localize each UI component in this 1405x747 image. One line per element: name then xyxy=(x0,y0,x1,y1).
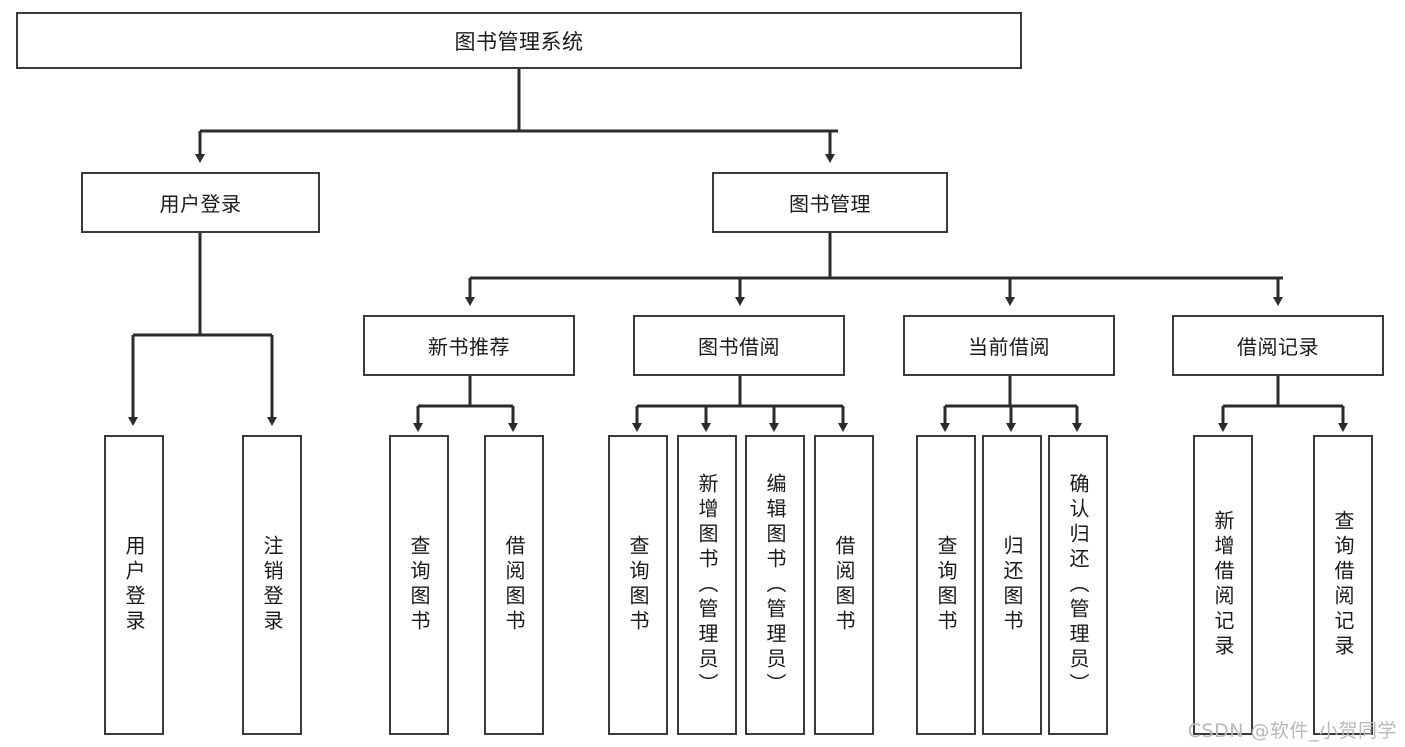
node-label: 查询图书 xyxy=(626,535,650,635)
node-label: 借阅记录 xyxy=(1237,335,1319,359)
node-label: 归还图书 xyxy=(1000,535,1024,635)
node-current-borrow[interactable]: 当前借阅 xyxy=(903,315,1115,376)
node-leaf-logout[interactable]: 注销登录 xyxy=(242,435,302,735)
node-root-book-management-system[interactable]: 图书管理系统 xyxy=(16,12,1022,69)
node-label: 当前借阅 xyxy=(968,335,1050,359)
node-leaf-query-book-newbook[interactable]: 查询图书 xyxy=(389,435,449,735)
node-label: 图书管理 xyxy=(789,192,871,216)
node-label: 新书推荐 xyxy=(428,335,510,359)
node-leaf-query-borrow-record[interactable]: 查询借阅记录 xyxy=(1313,435,1373,735)
node-leaf-borrow-book-newbook[interactable]: 借阅图书 xyxy=(484,435,544,735)
node-leaf-confirm-return-admin[interactable]: 确认归还（管理员） xyxy=(1048,435,1108,735)
node-new-book-recommend[interactable]: 新书推荐 xyxy=(363,315,575,376)
node-label: 编辑图书（管理员） xyxy=(763,472,787,698)
node-label: 借阅图书 xyxy=(832,535,856,635)
node-label: 借阅图书 xyxy=(502,535,526,635)
node-leaf-user-login[interactable]: 用户登录 xyxy=(104,435,164,735)
node-label: 图书管理系统 xyxy=(454,29,584,54)
node-leaf-query-book-borrow[interactable]: 查询图书 xyxy=(608,435,668,735)
node-label: 查询图书 xyxy=(934,535,958,635)
node-label: 新增借阅记录 xyxy=(1211,510,1235,660)
node-leaf-add-borrow-record[interactable]: 新增借阅记录 xyxy=(1193,435,1253,735)
node-label: 新增图书（管理员） xyxy=(695,472,719,698)
node-label: 查询图书 xyxy=(407,535,431,635)
node-label: 图书借阅 xyxy=(698,335,780,359)
node-borrow-record[interactable]: 借阅记录 xyxy=(1172,315,1384,376)
watermark-text: CSDN @软件_小贺同学 xyxy=(1187,720,1397,742)
node-leaf-add-book-admin[interactable]: 新增图书（管理员） xyxy=(677,435,737,735)
node-label: 查询借阅记录 xyxy=(1331,510,1355,660)
node-book-management[interactable]: 图书管理 xyxy=(712,172,948,233)
node-label: 注销登录 xyxy=(260,535,284,635)
node-leaf-edit-book-admin[interactable]: 编辑图书（管理员） xyxy=(745,435,805,735)
node-leaf-query-book-current[interactable]: 查询图书 xyxy=(916,435,976,735)
node-leaf-borrow-book[interactable]: 借阅图书 xyxy=(814,435,874,735)
node-label: 用户登录 xyxy=(159,192,242,216)
node-label: 用户登录 xyxy=(122,535,146,635)
node-leaf-return-book[interactable]: 归还图书 xyxy=(982,435,1042,735)
node-user-login[interactable]: 用户登录 xyxy=(81,172,320,233)
node-book-borrow[interactable]: 图书借阅 xyxy=(633,315,845,376)
node-label: 确认归还（管理员） xyxy=(1066,472,1090,698)
